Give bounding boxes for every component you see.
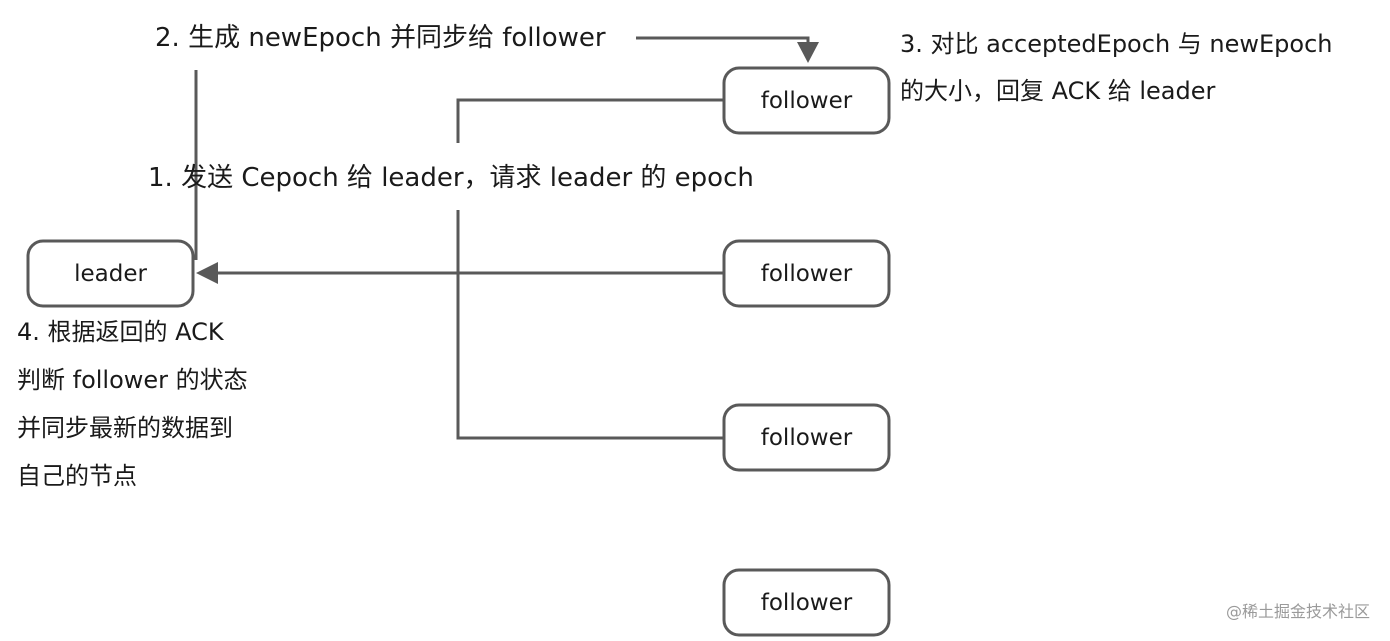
step1-label: 1. 发送 Cepoch 给 leader，请求 leader 的 epoch	[148, 163, 754, 193]
follower-label: follower	[761, 590, 853, 616]
step3-label-line1: 3. 对比 acceptedEpoch 与 newEpoch	[900, 30, 1333, 58]
step2-to-follower1-line	[636, 36, 810, 44]
watermark-text: @稀土掘金技术社区	[1226, 602, 1370, 621]
follower-label: follower	[761, 261, 853, 287]
follower-box	[722, 66, 891, 135]
follower-box	[722, 403, 891, 472]
follower-box	[722, 568, 891, 637]
step2-label: 2. 生成 newEpoch 并同步给 follower	[155, 23, 606, 53]
arrow-to-follower1-head	[797, 42, 819, 63]
follower-node-3: follower	[722, 403, 891, 472]
leader-node: leader	[26, 239, 195, 308]
follower-node-4: follower	[722, 568, 891, 637]
follower-node-1: follower	[722, 66, 891, 135]
step3-label-line2: 的大小，回复 ACK 给 leader	[900, 77, 1216, 105]
follower1-to-trunk-line	[456, 98, 724, 143]
trunk-lower-line	[456, 210, 724, 440]
leader-label: leader	[74, 261, 147, 287]
leader-box	[26, 239, 195, 308]
step4-label-line1: 4. 根据返回的 ACK	[17, 318, 225, 346]
follower-label: follower	[761, 425, 853, 451]
follower-box	[722, 239, 891, 308]
arrow-to-leader-head	[196, 262, 218, 284]
step4-label-line2: 判断 follower 的状态	[17, 366, 248, 394]
follower-node-2: follower	[722, 239, 891, 308]
follower-label: follower	[761, 88, 853, 114]
step4-label-line4: 自己的节点	[17, 462, 137, 490]
step4-label-line3: 并同步最新的数据到	[17, 414, 233, 442]
